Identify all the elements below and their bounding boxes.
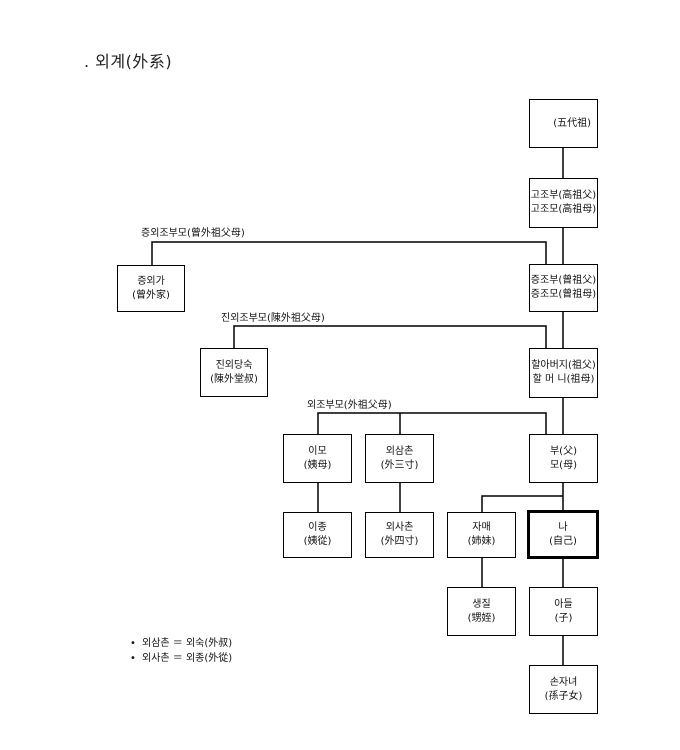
box-jamae-line2: (姉妹) [467,536,496,547]
box-bumo: 부(父) 모(母) [529,434,598,483]
box-jin-oe-dangsuk-line1: 진외당숙 [215,359,253,371]
box-halabeoji-line2: 할 머 니(祖母) [532,374,595,385]
label-jeung-oejo-bumo: 증외조부모(曾外祖父母) [139,228,247,240]
box-bumo-line2: 모(母) [549,459,577,471]
box-sonja: 손자녀 (孫子女) [529,665,598,714]
box-imo: 이모 (姨母) [283,434,352,483]
box-jeung-oega: 증외가 (曾外家) [117,265,185,312]
box-oesachon-line1: 외사촌 [385,522,414,533]
label-jin-oejo-bumo: 진외조부모(陳外祖父母) [219,313,327,325]
box-adeul-line2: (子) [554,612,573,624]
note-item: • 외삼촌 ＝ 외숙(外叔) [130,636,232,651]
box-halabeoji-line1: 할아버지(祖父) [531,360,596,371]
box-jin-oe-dangsuk-line2: (陳外堂叔) [210,373,258,385]
box-oesachon-line2: (外四寸) [380,536,419,547]
box-jin-oe-dangsuk: 진외당숙 (陳外堂叔) [200,348,268,397]
box-gojo-line2: 고조모(高祖母) [530,204,597,215]
box-na: 나 (自己) [527,510,599,559]
box-saengjil: 생질 (甥姪) [447,587,516,636]
bullet-icon: • [130,653,136,664]
notes-list: • 외삼촌 ＝ 외숙(外叔) • 외사촌 ＝ 외종(外從) [130,636,232,666]
box-adeul-line1: 아들 [554,598,573,610]
box-bumo-line1: 부(父) [549,445,577,457]
box-adeul: 아들 (子) [529,587,598,636]
box-oesamchon-line1: 외삼촌 [385,445,414,457]
line-jeung-oejo [151,241,547,265]
box-jeungjo-line1: 증조부(曾祖父) [530,275,597,286]
box-na-line1: 나 [558,521,568,533]
box-jamae-line1: 자매 [472,522,491,533]
box-na-line2: (自己) [549,535,577,547]
label-oejo-bumo: 외조부모(外祖父母) [305,400,394,412]
box-jeungjo-line2: 증조모(曾祖母) [530,289,597,300]
box-odae-jo-line1: (五代祖) [553,117,591,129]
note-item: • 외사촌 ＝ 외종(外從) [130,651,232,666]
line-jin-oejo [233,325,547,348]
box-jeung-oega-line2: (曾外家) [132,289,170,301]
box-sonja-line2: (孫子女) [544,690,583,702]
box-gojo-line1: 고조부(高祖父) [530,190,597,201]
box-ijong-line1: 이종 [308,522,327,533]
note-text: 외사촌 ＝ 외종(外從) [142,653,233,664]
box-oesamchon: 외삼촌 (外三寸) [365,434,434,483]
line-sibling [481,495,563,512]
bullet-icon: • [130,638,136,649]
box-ijong: 이종 (姨從) [283,512,352,558]
box-gojo: 고조부(高祖父) 고조모(高祖母) [529,178,598,228]
box-oesachon: 외사촌 (外四寸) [365,512,434,558]
box-saengjil-line1: 생질 [472,598,491,610]
box-saengjil-line2: (甥姪) [467,612,496,624]
box-imo-line1: 이모 [308,445,327,457]
box-odae-jo: (五代祖) [529,99,598,148]
line-oejo [317,412,547,434]
box-halabeoji: 할아버지(祖父) 할 머 니(祖母) [529,348,598,398]
box-jamae: 자매 (姉妹) [447,512,516,558]
note-text: 외삼촌 ＝ 외숙(外叔) [142,638,233,649]
box-imo-line2: (姨母) [303,459,332,471]
page-title: . 외계(外系) [84,52,173,71]
box-oesamchon-line2: (外三寸) [380,459,419,471]
box-jeungjo: 증조부(曾祖父) 증조모(曾祖母) [529,264,598,312]
box-jeung-oega-line1: 증외가 [137,275,165,287]
box-ijong-line2: (姨從) [303,536,332,547]
box-sonja-line1: 손자녀 [549,676,578,688]
